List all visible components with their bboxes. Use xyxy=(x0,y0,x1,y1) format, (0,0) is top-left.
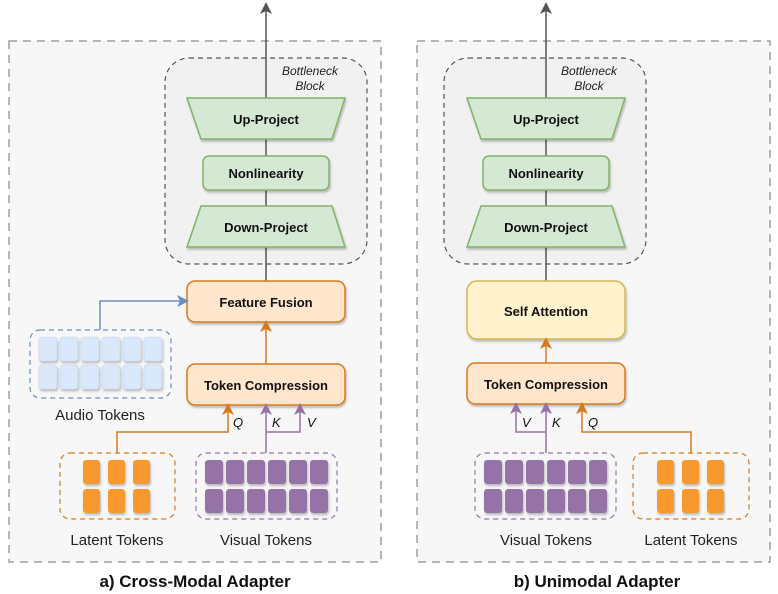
v-label: V xyxy=(307,415,317,430)
token-cell xyxy=(707,460,724,484)
feature-fusion-label: Feature Fusion xyxy=(219,295,312,310)
token-cell xyxy=(310,489,328,513)
nonlinearity-label: Nonlinearity xyxy=(508,166,584,181)
visual-token-grid xyxy=(205,460,328,513)
token-cell xyxy=(122,336,142,362)
bottleneck-label-line2: Block xyxy=(574,79,604,93)
k-label: K xyxy=(552,415,562,430)
token-cell xyxy=(505,489,523,513)
token-cell xyxy=(143,336,163,362)
up-project-label: Up-Project xyxy=(233,112,299,127)
nonlinearity-block xyxy=(202,155,330,191)
k-label: K xyxy=(272,415,282,430)
audio-token-grid xyxy=(38,336,163,390)
token-cell xyxy=(526,489,544,513)
token-cell xyxy=(247,460,265,484)
token-cell xyxy=(101,336,121,362)
token-cell xyxy=(83,460,100,484)
token-compression-label: Token Compression xyxy=(484,377,608,392)
panel-cross-modal-adapter: Bottleneck Block Up-Project Nonlinearity… xyxy=(8,2,382,591)
nonlinearity-label: Nonlinearity xyxy=(228,166,304,181)
up-project-label: Up-Project xyxy=(513,112,579,127)
v-arrow xyxy=(266,403,306,433)
token-cell xyxy=(289,489,307,513)
audio-tokens-label: Audio Tokens xyxy=(55,407,145,424)
panel-b-caption: b) Unimodal Adapter xyxy=(514,572,681,591)
visual-token-grid xyxy=(484,460,607,513)
token-cell xyxy=(133,460,150,484)
token-cell xyxy=(205,460,223,484)
v-arrow xyxy=(510,402,546,433)
token-cell xyxy=(83,489,100,513)
token-cell xyxy=(707,489,724,513)
token-cell xyxy=(268,460,286,484)
up-project-block xyxy=(185,97,347,140)
bottleneck-label: Bottleneck xyxy=(282,64,339,78)
down-project-label: Down-Project xyxy=(504,220,588,235)
token-cell xyxy=(247,489,265,513)
latent-token-grid xyxy=(83,460,150,513)
token-cell xyxy=(682,460,699,484)
token-cell xyxy=(682,489,699,513)
token-compression-label: Token Compression xyxy=(204,378,328,393)
token-cell xyxy=(568,489,586,513)
token-cell xyxy=(589,460,607,484)
q-arrow xyxy=(576,402,692,453)
down-project-block xyxy=(185,205,347,248)
token-cell xyxy=(547,489,565,513)
token-cell xyxy=(38,336,58,362)
token-cell xyxy=(526,460,544,484)
latent-tokens-container xyxy=(59,452,176,520)
bottleneck-label: Bottleneck xyxy=(561,64,618,78)
token-cell xyxy=(547,460,565,484)
panel-a-caption: a) Cross-Modal Adapter xyxy=(99,572,291,591)
audio-to-fusion-arrow xyxy=(99,295,189,330)
v-label: V xyxy=(522,415,532,430)
token-cell xyxy=(133,489,150,513)
token-cell xyxy=(101,364,121,390)
self-attention-label: Self Attention xyxy=(504,304,588,319)
token-cell xyxy=(289,460,307,484)
token-cell xyxy=(568,460,586,484)
panel-unimodal-adapter: Bottleneck Block Up-Project Nonlinearity… xyxy=(416,2,771,591)
latent-tokens-label: Latent Tokens xyxy=(70,532,163,549)
visual-tokens-label: Visual Tokens xyxy=(220,532,312,549)
token-cell xyxy=(226,460,244,484)
token-cell xyxy=(80,364,100,390)
q-label: Q xyxy=(588,415,598,430)
token-cell xyxy=(484,460,502,484)
token-cell xyxy=(108,489,125,513)
audio-tokens-container xyxy=(29,329,172,399)
down-project-block xyxy=(465,205,627,248)
token-cell xyxy=(589,489,607,513)
token-cell xyxy=(657,460,674,484)
token-cell xyxy=(59,364,79,390)
latent-token-grid xyxy=(657,460,724,513)
token-cell xyxy=(657,489,674,513)
token-cell xyxy=(122,364,142,390)
token-cell xyxy=(143,364,163,390)
token-cell xyxy=(505,460,523,484)
token-cell xyxy=(205,489,223,513)
visual-tokens-label: Visual Tokens xyxy=(500,532,592,549)
token-cell xyxy=(80,336,100,362)
token-cell xyxy=(484,489,502,513)
q-arrow xyxy=(116,403,234,453)
down-project-label: Down-Project xyxy=(224,220,308,235)
token-cell xyxy=(226,489,244,513)
token-cell xyxy=(310,460,328,484)
token-cell xyxy=(38,364,58,390)
up-project-block xyxy=(465,97,627,140)
token-cell xyxy=(268,489,286,513)
token-cell xyxy=(59,336,79,362)
token-cell xyxy=(108,460,125,484)
bottleneck-label-line2: Block xyxy=(295,79,325,93)
q-label: Q xyxy=(233,415,243,430)
nonlinearity-block xyxy=(482,155,610,191)
latent-tokens-container xyxy=(632,452,750,520)
latent-tokens-label: Latent Tokens xyxy=(644,532,737,549)
